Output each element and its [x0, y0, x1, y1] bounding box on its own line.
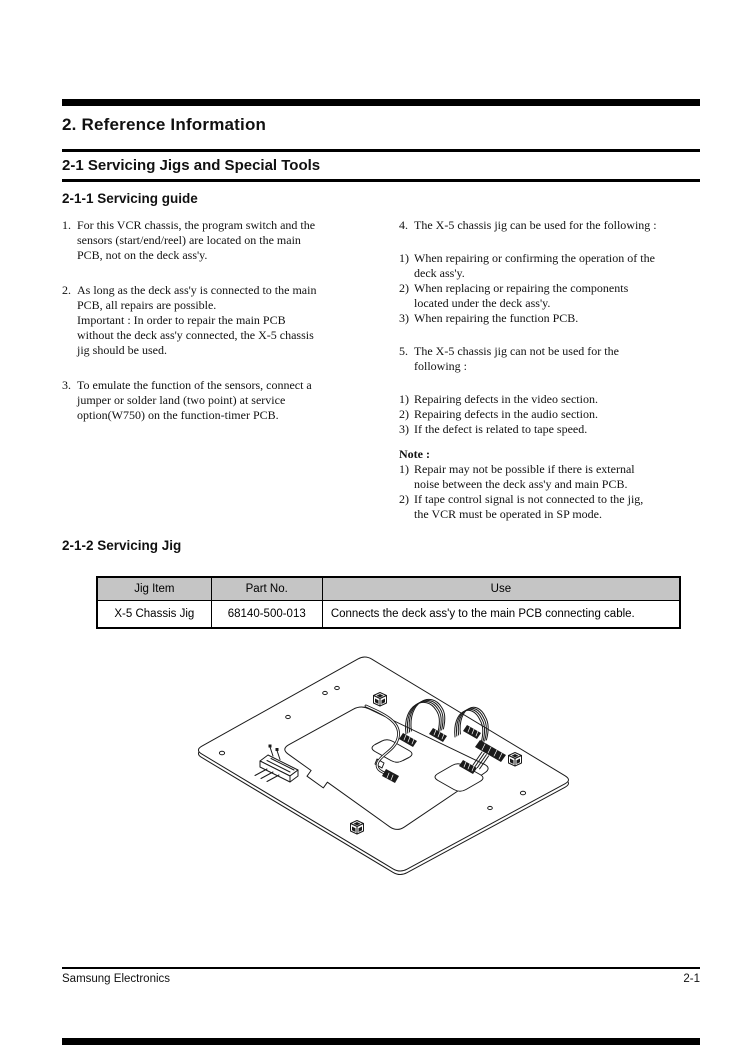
servicing-jig-table: Jig Item Part No. Use X-5 Chassis Jig 68…: [96, 576, 681, 629]
ribbon-cable-1: [405, 698, 446, 735]
item-text: When repairing or confirming the operati…: [414, 251, 655, 280]
guide-subitem: 3) When repairing the function PCB.: [399, 311, 713, 326]
section-divider: [62, 179, 700, 182]
guide-left-column: 1. For this VCR chassis, the program swi…: [62, 218, 392, 443]
item-marker: 2): [399, 281, 409, 295]
subsection-heading-jig: 2-1-2 Servicing Jig: [62, 538, 182, 553]
item-marker: 3): [399, 422, 409, 436]
col-header-use: Use: [321, 576, 681, 601]
item-marker: 2.: [62, 283, 71, 297]
item-text: When replacing or repairing the componen…: [414, 281, 629, 310]
item-marker: 1.: [62, 218, 71, 232]
col-header-part-no: Part No.: [210, 576, 323, 601]
mounting-holes: [218, 685, 527, 811]
guide-subitem: 1) Repairing defects in the video sectio…: [399, 392, 713, 407]
item-text: The X-5 chassis jig can not be used for …: [414, 344, 619, 373]
section-heading: 2-1 Servicing Jigs and Special Tools: [62, 157, 321, 174]
item-marker: 3.: [62, 378, 71, 392]
cell-part-no: 68140-500-013: [210, 600, 323, 629]
x5-chassis-jig-figure: [197, 656, 569, 876]
ribbon-cable-2: [454, 706, 489, 744]
note-item: 1) Repair may not be possible if there i…: [399, 462, 713, 492]
col-header-jig-item: Jig Item: [96, 576, 212, 601]
item-marker: 5.: [399, 344, 408, 358]
item-marker: 2): [399, 407, 409, 421]
item-text: The X-5 chassis jig can be used for the …: [414, 218, 657, 232]
connector-cube-top: [373, 692, 387, 707]
note-item: 2) If tape control signal is not connect…: [399, 492, 713, 522]
note-label: Note :: [399, 447, 430, 461]
item-text: Repairing defects in the video section.: [414, 392, 598, 406]
item-marker: 1): [399, 251, 409, 265]
item-marker: 1): [399, 392, 409, 406]
item-text: When repairing the function PCB.: [414, 311, 579, 325]
guide-subitem: 2) Repairing defects in the audio sectio…: [399, 407, 713, 422]
guide-right-column: 4. The X-5 chassis jig can be used for t…: [399, 218, 713, 522]
guide-item: 1. For this VCR chassis, the program swi…: [62, 218, 392, 263]
item-marker: 2): [399, 492, 409, 506]
item-text: For this VCR chassis, the program switch…: [77, 218, 316, 262]
guide-subitem: 3) If the defect is related to tape spee…: [399, 422, 713, 437]
item-text: Repairing defects in the audio section.: [414, 407, 598, 421]
footer-divider: [62, 967, 700, 969]
item-marker: 4.: [399, 218, 408, 232]
connector-cube-right: [508, 752, 522, 767]
item-text: If the defect is related to tape speed.: [414, 422, 588, 436]
guide-item: 3. To emulate the function of the sensor…: [62, 378, 392, 423]
title-divider: [62, 149, 700, 152]
item-text: To emulate the function of the sensors, …: [77, 378, 312, 422]
bottom-rule-bar: [62, 1038, 700, 1045]
mount-plate-1: [371, 739, 413, 763]
guide-subitem: 1) When repairing or confirming the oper…: [399, 251, 713, 281]
item-marker: 1): [399, 462, 409, 476]
top-rule-bar: [62, 99, 700, 106]
item-marker: 3): [399, 311, 409, 325]
footer-page-number: 2-1: [683, 973, 700, 985]
cell-jig-item: X-5 Chassis Jig: [96, 600, 212, 629]
item-text: Repair may not be possible if there is e…: [414, 462, 635, 491]
table-header-row: Jig Item Part No. Use: [96, 576, 681, 601]
page-title: 2. Reference Information: [62, 115, 267, 134]
footer-company: Samsung Electronics: [62, 973, 171, 985]
table-row: X-5 Chassis Jig 68140-500-013 Connects t…: [96, 600, 681, 629]
connector-cube-bottom: [350, 820, 364, 835]
item-text: As long as the deck ass'y is connected t…: [77, 283, 317, 357]
item-text: If tape control signal is not connected …: [414, 492, 644, 521]
cell-use: Connects the deck ass'y to the main PCB …: [321, 600, 681, 629]
guide-item: 4. The X-5 chassis jig can be used for t…: [399, 218, 713, 233]
pin-header-connector: [254, 744, 299, 783]
guide-subitem: 2) When replacing or repairing the compo…: [399, 281, 713, 311]
recess-outline: [284, 706, 489, 830]
guide-item: 2. As long as the deck ass'y is connecte…: [62, 283, 392, 358]
ribbon-drop: [472, 751, 490, 770]
guide-item: 5. The X-5 chassis jig can not be used f…: [399, 344, 713, 374]
header-stripes: [403, 726, 503, 772]
subsection-heading-guide: 2-1-1 Servicing guide: [62, 191, 198, 206]
wire-cable: [364, 704, 400, 783]
